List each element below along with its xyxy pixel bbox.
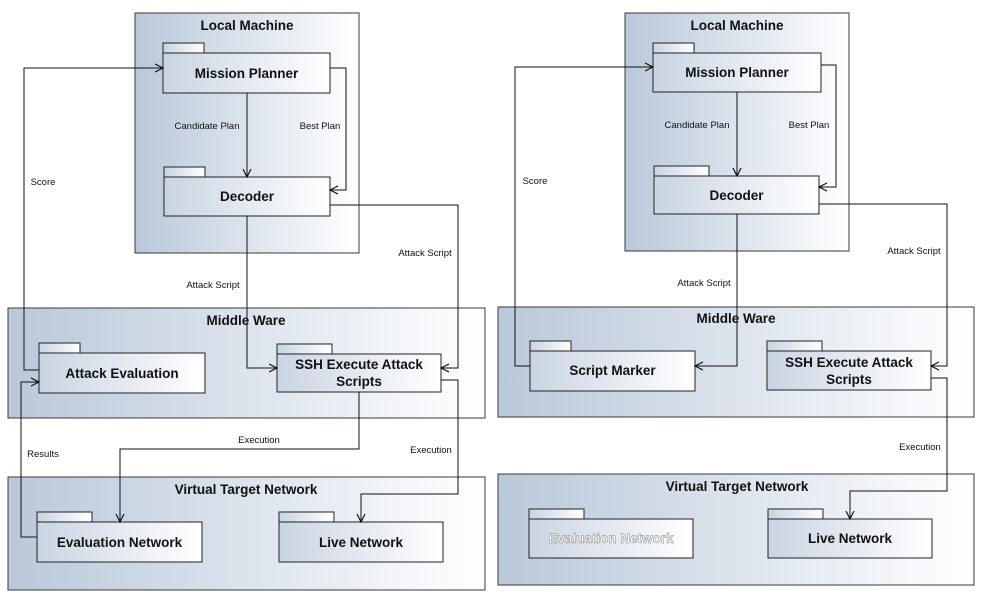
left-ssh-execute-label-line1: SSH Execute Attack: [295, 357, 423, 372]
right-score-label: Score: [523, 176, 548, 187]
left-execution-arrow-1: [120, 392, 360, 522]
right-script-marker-package: Script Marker: [529, 340, 696, 392]
left-score-label: Score: [31, 177, 56, 188]
left-diagram: Local Machine Middle Ware Virtual Target…: [7, 12, 486, 591]
right-execution-label: Execution: [899, 442, 941, 453]
left-local-machine-title: Local Machine: [200, 18, 294, 33]
left-evaluation-network-package: Evaluation Network: [36, 511, 203, 563]
right-attack-script-arrow-1: [695, 214, 738, 366]
right-middle-ware-title: Middle Ware: [696, 311, 776, 326]
left-attack-evaluation-label: Attack Evaluation: [65, 366, 178, 381]
left-attack-evaluation-package: Attack Evaluation: [38, 342, 206, 394]
right-attack-script-label-1: Attack Script: [677, 278, 731, 289]
left-execution-arrow-2: [361, 379, 459, 522]
left-evaluation-network-label: Evaluation Network: [57, 535, 183, 550]
left-execution-label-2: Execution: [410, 445, 452, 456]
left-ssh-execute-package: SSH Execute Attack Scripts: [276, 343, 442, 393]
left-virtual-target-network-title: Virtual Target Network: [175, 482, 318, 497]
right-attack-script-arrow-2: [819, 203, 948, 366]
left-ssh-execute-label-line2: Scripts: [336, 374, 382, 389]
right-live-network-package: Live Network: [767, 508, 933, 559]
right-attack-script-label-2: Attack Script: [887, 246, 941, 257]
left-middle-ware-title: Middle Ware: [206, 313, 286, 328]
left-attack-script-arrow-2: [330, 204, 459, 368]
right-mission-planner-label: Mission Planner: [685, 65, 789, 80]
left-results-label: Results: [27, 449, 59, 460]
right-evaluation-network-label: Evaluation Network: [548, 531, 674, 546]
left-attack-script-label-2: Attack Script: [398, 248, 452, 259]
left-mission-planner-label: Mission Planner: [195, 66, 299, 81]
right-decoder-label: Decoder: [709, 188, 764, 203]
right-ssh-execute-label-line2: Scripts: [826, 372, 872, 387]
right-local-machine-title: Local Machine: [690, 18, 784, 33]
left-live-network-label: Live Network: [319, 535, 404, 550]
left-attack-script-arrow-1: [246, 216, 277, 368]
left-results-arrow: [20, 382, 39, 538]
right-ssh-execute-label-line1: SSH Execute Attack: [785, 355, 913, 370]
right-diagram: Local Machine Middle Ware Virtual Target…: [497, 12, 975, 586]
left-best-plan-label: Best Plan: [300, 121, 341, 132]
left-attack-script-label-1: Attack Script: [186, 280, 240, 291]
left-candidate-plan-label: Candidate Plan: [175, 121, 240, 132]
right-script-marker-label: Script Marker: [569, 363, 656, 378]
left-live-network-package: Live Network: [278, 511, 444, 563]
left-best-plan-arrow: [330, 67, 347, 190]
left-mission-planner-package: Mission Planner: [162, 42, 331, 94]
right-best-plan-arrow: [819, 64, 837, 187]
right-best-plan-label: Best Plan: [789, 120, 830, 131]
right-score-arrow: [514, 67, 653, 367]
right-virtual-target-network-title: Virtual Target Network: [666, 479, 809, 494]
right-candidate-plan-label: Candidate Plan: [665, 120, 730, 131]
right-execution-arrow: [850, 377, 948, 519]
left-score-arrow: [23, 68, 163, 371]
right-ssh-execute-package: SSH Execute Attack Scripts: [766, 340, 932, 391]
left-execution-label-1: Execution: [238, 435, 280, 446]
left-decoder-label: Decoder: [220, 189, 275, 204]
right-evaluation-network-package: Evaluation Network: [528, 508, 694, 559]
right-live-network-label: Live Network: [808, 531, 893, 546]
